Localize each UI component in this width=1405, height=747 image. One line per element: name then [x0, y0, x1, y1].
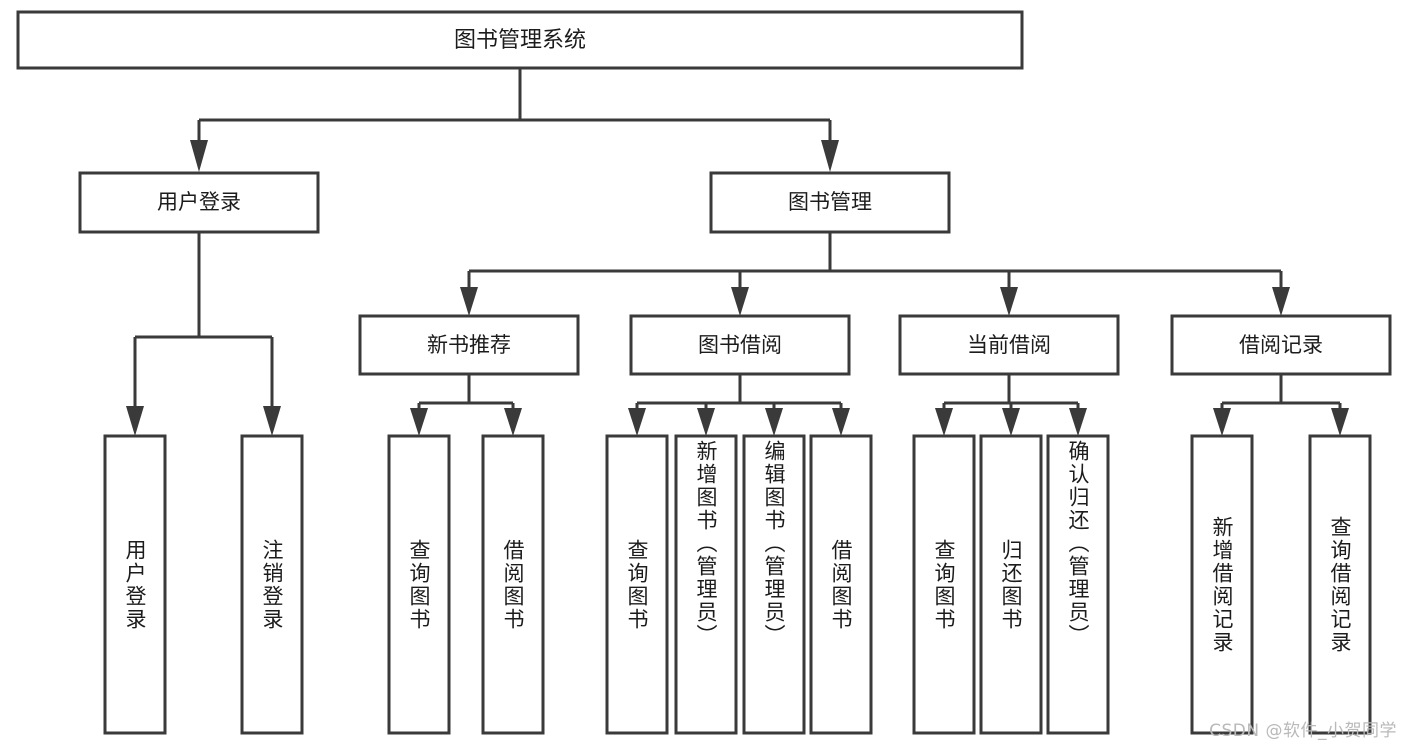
- arrow-head-leaf-return-book: [1002, 408, 1020, 436]
- node-book-manage[interactable]: 图书管理: [709, 171, 951, 234]
- node-new-book-rec[interactable]: 新书推荐: [358, 314, 580, 376]
- node-current-borrow[interactable]: 当前借阅: [898, 314, 1120, 376]
- node-leaf-borrow-book-1-box[interactable]: [481, 434, 545, 735]
- arrow-head-borrow-record: [1272, 287, 1290, 316]
- node-book-borrow[interactable]: 图书借阅: [629, 314, 851, 376]
- arrow-head-leaf-edit-book: [765, 408, 783, 436]
- node-root-box[interactable]: [16, 10, 1024, 70]
- node-root-label: 图书管理系统: [454, 28, 586, 53]
- node-borrow-record-label: 借阅记录: [1239, 333, 1323, 357]
- csdn-watermark: CSDN @软件_小贺同学: [1209, 721, 1397, 741]
- arrow-head-leaf-add-book: [697, 408, 715, 436]
- arrow-head-leaf-query-book-1: [410, 408, 428, 436]
- node-leaf-user-login-box[interactable]: [103, 434, 167, 735]
- arrow-head-leaf-logout: [263, 406, 281, 436]
- node-leaf-query-book-3-box[interactable]: [912, 434, 976, 735]
- arrow-head-book-manage: [821, 140, 839, 172]
- arrow-head-leaf-add-record: [1213, 408, 1231, 436]
- node-leaf-add-record-box[interactable]: [1190, 434, 1254, 735]
- node-new-book-rec-label: 新书推荐: [427, 333, 511, 357]
- node-new-book-rec-box[interactable]: [358, 314, 580, 376]
- arrow-head-leaf-query-record: [1331, 408, 1349, 436]
- arrow-head-leaf-borrow-book-2: [832, 408, 850, 436]
- node-user-login-box[interactable]: [78, 171, 320, 234]
- node-book-manage-box[interactable]: [709, 171, 951, 234]
- node-leaf-borrow-book-2-box[interactable]: [809, 434, 873, 735]
- node-leaf-confirm-return-box[interactable]: [1046, 434, 1110, 735]
- arrow-head-leaf-query-book-3: [935, 408, 953, 436]
- node-current-borrow-label: 当前借阅: [967, 333, 1051, 357]
- node-current-borrow-box[interactable]: [898, 314, 1120, 376]
- arrow-head-user-login: [190, 140, 208, 172]
- node-leaf-return-book-box[interactable]: [979, 434, 1043, 735]
- node-user-login[interactable]: 用户登录: [78, 171, 320, 234]
- connector-group: [126, 68, 1349, 436]
- node-borrow-record[interactable]: 借阅记录: [1170, 314, 1392, 376]
- node-user-login-label: 用户登录: [157, 190, 241, 214]
- leaf-box-group: [103, 434, 1372, 735]
- node-leaf-add-book-box[interactable]: [674, 434, 738, 735]
- arrow-head-leaf-borrow-book-1: [504, 408, 522, 436]
- node-book-manage-label: 图书管理: [788, 190, 872, 214]
- node-root[interactable]: 图书管理系统: [16, 10, 1024, 70]
- arrow-head-leaf-user-login: [126, 406, 144, 436]
- node-leaf-query-book-1-box[interactable]: [387, 434, 451, 735]
- arrow-head-new-book-rec: [460, 287, 478, 316]
- node-borrow-record-box[interactable]: [1170, 314, 1392, 376]
- arrow-head-book-borrow: [731, 287, 749, 316]
- arrow-head-leaf-confirm-return: [1069, 408, 1087, 436]
- arrow-head-leaf-query-book-2: [628, 408, 646, 436]
- arrow-head-current-borrow: [1000, 287, 1018, 316]
- node-leaf-query-book-2-box[interactable]: [605, 434, 669, 735]
- node-leaf-query-record-box[interactable]: [1308, 434, 1372, 735]
- node-book-borrow-label: 图书借阅: [698, 333, 782, 357]
- node-leaf-edit-book-box[interactable]: [742, 434, 806, 735]
- node-leaf-logout-box[interactable]: [240, 434, 304, 735]
- node-book-borrow-box[interactable]: [629, 314, 851, 376]
